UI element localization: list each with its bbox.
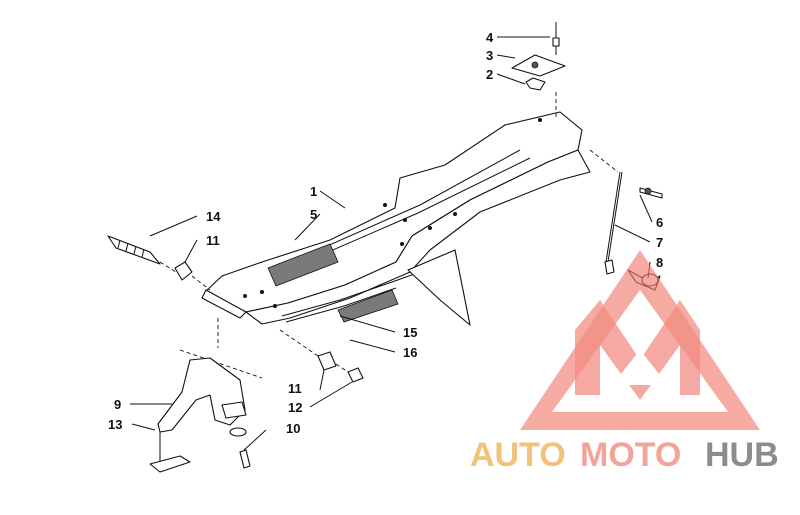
watermark-moto: MOTO	[580, 436, 681, 474]
lower-bushing-nut	[279, 329, 364, 383]
callout-6: 6	[656, 215, 663, 230]
callout-1: 1	[310, 184, 317, 199]
skid-plate	[201, 111, 591, 326]
callout-14: 14	[206, 209, 221, 224]
watermark-hub: HUB	[705, 436, 779, 474]
watermark-logo	[520, 250, 760, 430]
callout-7: 7	[656, 235, 663, 250]
callout-10: 10	[286, 421, 300, 436]
watermark-auto: AUTO	[470, 436, 566, 474]
callout-5: 5	[310, 207, 317, 222]
callout-11-upper: 11	[206, 233, 220, 248]
callout-13: 13	[108, 417, 122, 432]
callout-4: 4	[486, 30, 494, 45]
bolt-bushing-left	[107, 235, 211, 291]
callout-9: 9	[114, 397, 121, 412]
top-bracket-assembly	[511, 22, 566, 118]
callout-11-lower: 11	[288, 381, 302, 396]
leader-lines	[130, 36, 653, 451]
callout-8: 8	[656, 255, 663, 270]
callout-labels: 4 3 2 1 5 6 7 8 14 11 15 16 11 12 9 13 1…	[108, 30, 663, 436]
mount-bracket	[149, 318, 263, 473]
callout-3: 3	[486, 48, 493, 63]
callout-16: 16	[403, 345, 417, 360]
callout-15: 15	[403, 325, 417, 340]
callout-2: 2	[486, 67, 493, 82]
callout-12: 12	[288, 400, 302, 415]
watermark-text: AUTO MOTO HUB	[470, 436, 779, 474]
